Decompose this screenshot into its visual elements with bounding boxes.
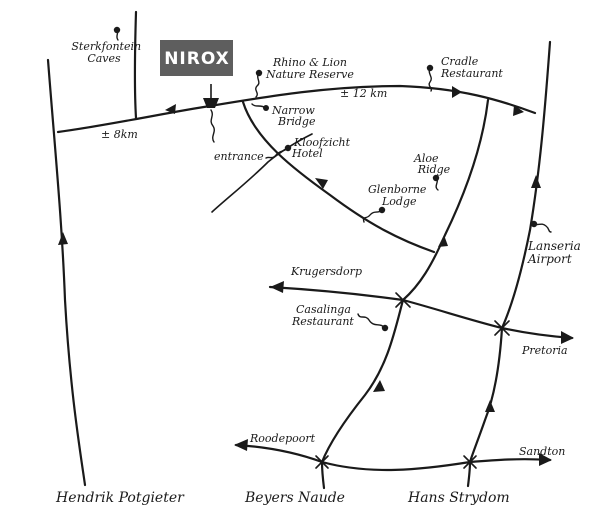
marker-sterkfontein <box>113 26 121 41</box>
road-east-lanseria <box>500 40 552 330</box>
marker-aloe <box>432 174 440 191</box>
label-road-hendrik: Hendrik Potgieter <box>55 490 185 506</box>
label-sandton: Sandton <box>519 445 565 458</box>
arrow-pretoria <box>561 331 574 344</box>
label-road-hans: Hans Strydom <box>407 490 510 506</box>
marker-casalinga <box>357 313 389 332</box>
marker-kloofzicht <box>265 144 292 159</box>
label-kloofzicht: Kloofzicht Hotel <box>291 136 354 160</box>
marker-rhino <box>255 69 263 98</box>
arrow-east-road <box>513 105 524 116</box>
road-hendrik-potgieter <box>46 58 87 487</box>
arrow-hans <box>485 400 495 412</box>
marker-cradle <box>426 64 434 92</box>
label-roodepoort: Roodepoort <box>249 432 316 445</box>
junction-pretoria <box>494 320 510 336</box>
arrow-kloofzicht <box>315 178 328 189</box>
nirox-logo-text: NIROX <box>164 49 230 69</box>
label-entrance: entrance <box>214 150 264 163</box>
junction-casalinga <box>395 292 411 308</box>
label-road-beyers: Beyers Naude <box>244 490 345 506</box>
label-casalinga: Casalinga Restaurant <box>291 303 354 328</box>
road-south-connector <box>320 460 472 472</box>
arrow-sandton <box>539 453 552 466</box>
road-hans-south <box>466 460 472 488</box>
marker-lanseria <box>530 220 552 233</box>
label-krugersdorp: Krugersdorp <box>290 265 362 278</box>
junction-beyers <box>315 455 329 469</box>
label-distance-8km: ± 8km <box>101 128 138 141</box>
label-pretoria: Pretoria <box>521 344 568 357</box>
marker-narrow <box>251 103 269 111</box>
road-west-spur <box>211 133 313 213</box>
road-to-pretoria-junction <box>401 298 504 330</box>
road-sterkfontein <box>133 10 138 120</box>
label-narrow: Narrow Bridge <box>271 104 318 128</box>
road-beyers-south <box>320 460 326 490</box>
label-distance-12km: ± 12 km <box>340 87 387 100</box>
label-glenborne: Glenborne Lodge <box>368 183 430 208</box>
marker-glenborne <box>362 206 386 223</box>
arrow-main-east <box>452 86 462 98</box>
label-aloe: Aloe Ridge <box>413 152 451 176</box>
arrow-hendrik <box>58 232 68 245</box>
road-sandton <box>468 458 552 464</box>
label-rhino: Rhino & Lion Nature Reserve <box>265 56 354 81</box>
entrance-pointer <box>210 109 215 143</box>
road-aloe-ridge <box>401 98 490 302</box>
junction-hans <box>463 455 477 469</box>
arrow-main-west <box>165 104 176 114</box>
road-hans-strydom <box>468 326 504 464</box>
label-cradle: Cradle Restaurant <box>440 55 503 80</box>
arrow-lanseria-road <box>531 175 541 188</box>
road-main-east-west <box>56 84 537 134</box>
arrow-aloe-road <box>438 235 448 247</box>
arrow-roodepoort <box>234 439 248 451</box>
nirox-logo: NIROX <box>160 40 233 76</box>
road-beyers-naude <box>320 298 405 464</box>
arrow-krugersdorp <box>270 281 284 293</box>
road-krugersdorp <box>268 285 405 302</box>
label-sterkfontein: Sterkfontein Caves <box>71 40 144 65</box>
road-kloofzicht <box>241 100 436 254</box>
road-roodepoort <box>234 443 324 464</box>
label-lanseria: Lanseria Airport <box>527 239 585 266</box>
arrow-beyers <box>373 380 385 392</box>
entrance-marker <box>203 98 219 108</box>
